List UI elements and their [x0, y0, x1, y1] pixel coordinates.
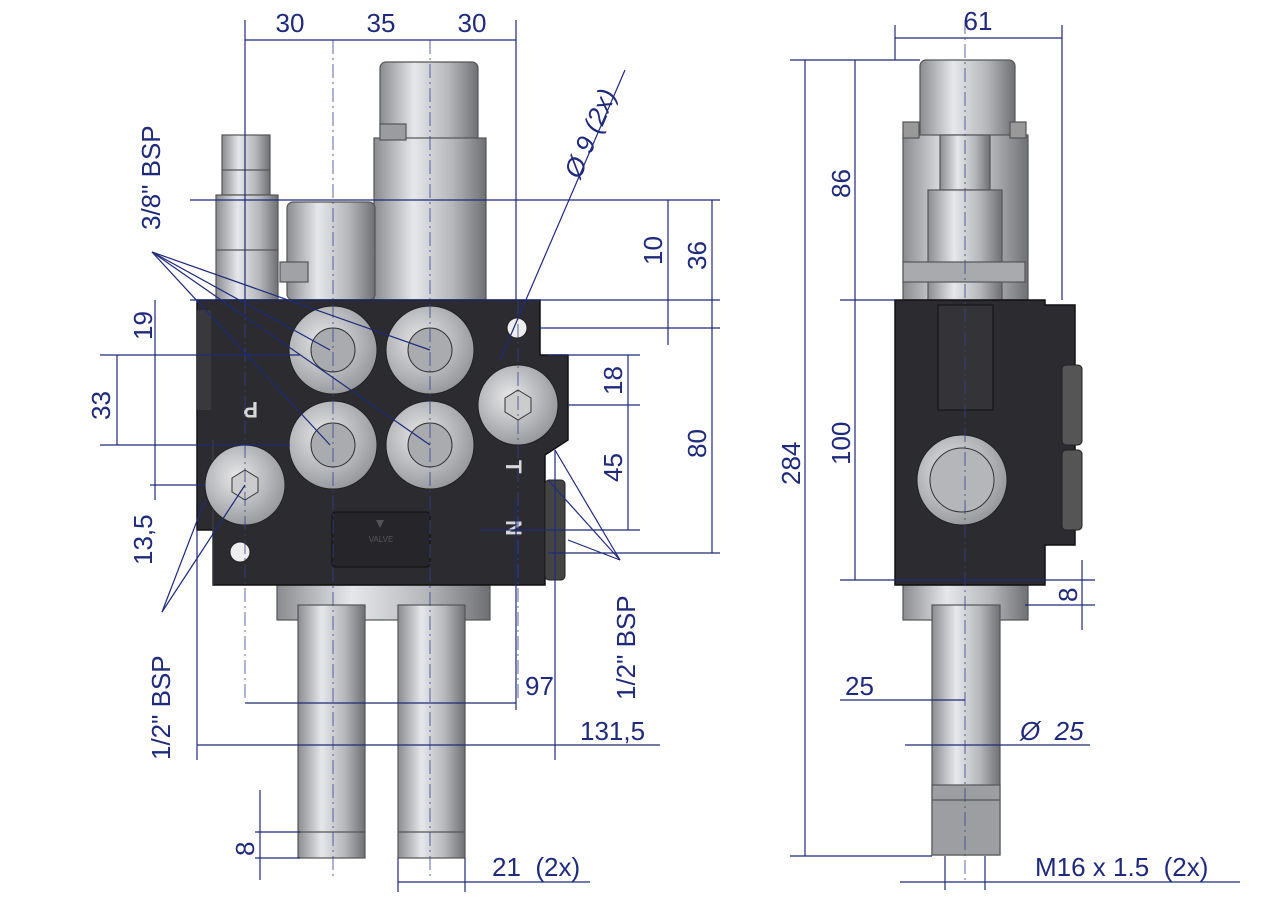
dim-36: 36 [682, 241, 712, 270]
dim-284: 284 [776, 442, 806, 485]
thread-3-8-bsp: 3/8" BSP [136, 125, 166, 230]
side-dimensions [790, 25, 1240, 890]
port-label-n: N [501, 520, 526, 536]
dim-10: 10 [638, 236, 668, 265]
side-view: 61 86 100 284 8 25 Ø 25 M16 x 1.5 (2x) [776, 6, 1240, 890]
dim-diameter-25: Ø 25 [1019, 716, 1084, 746]
dim-61: 61 [964, 6, 993, 36]
port-label-t: T [501, 460, 526, 474]
dim-30-left: 30 [276, 8, 305, 38]
front-view: VALVE P T N [86, 8, 720, 892]
dim-18: 18 [598, 366, 628, 395]
dim-35: 35 [367, 8, 396, 38]
dim-30-right: 30 [458, 8, 487, 38]
dim-13-5: 13,5 [128, 514, 158, 565]
valve-body [196, 299, 569, 586]
nameplate-text: VALVE [369, 535, 394, 544]
hex-fitting [215, 134, 279, 301]
dim-33: 33 [86, 391, 116, 420]
spool-right [397, 604, 466, 859]
relief-valve [286, 201, 376, 301]
dim-131-5: 131,5 [580, 716, 645, 746]
front-dimensions [100, 20, 720, 892]
dim-45: 45 [598, 453, 628, 482]
thread-1-2-bsp-left: 1/2" BSP [146, 655, 176, 760]
port-label-p: P [243, 397, 258, 422]
dim-100: 100 [826, 422, 856, 465]
dim-19: 19 [128, 311, 158, 340]
thread-1-2-bsp-right: 1/2" BSP [611, 595, 641, 700]
dim-8-spool: 8 [230, 842, 260, 856]
hole-diameter-9: Ø 9 (2x) [558, 84, 623, 183]
dim-86: 86 [826, 169, 856, 198]
dim-25: 25 [845, 671, 874, 701]
thread-m16: M16 x 1.5 (2x) [1035, 852, 1208, 882]
mounting-hole [229, 541, 251, 563]
spool-left [297, 604, 366, 859]
dim-21-2x: 21 (2x) [492, 852, 580, 882]
dim-80: 80 [682, 429, 712, 458]
dim-8-side: 8 [1053, 588, 1083, 602]
dim-97: 97 [525, 671, 554, 701]
